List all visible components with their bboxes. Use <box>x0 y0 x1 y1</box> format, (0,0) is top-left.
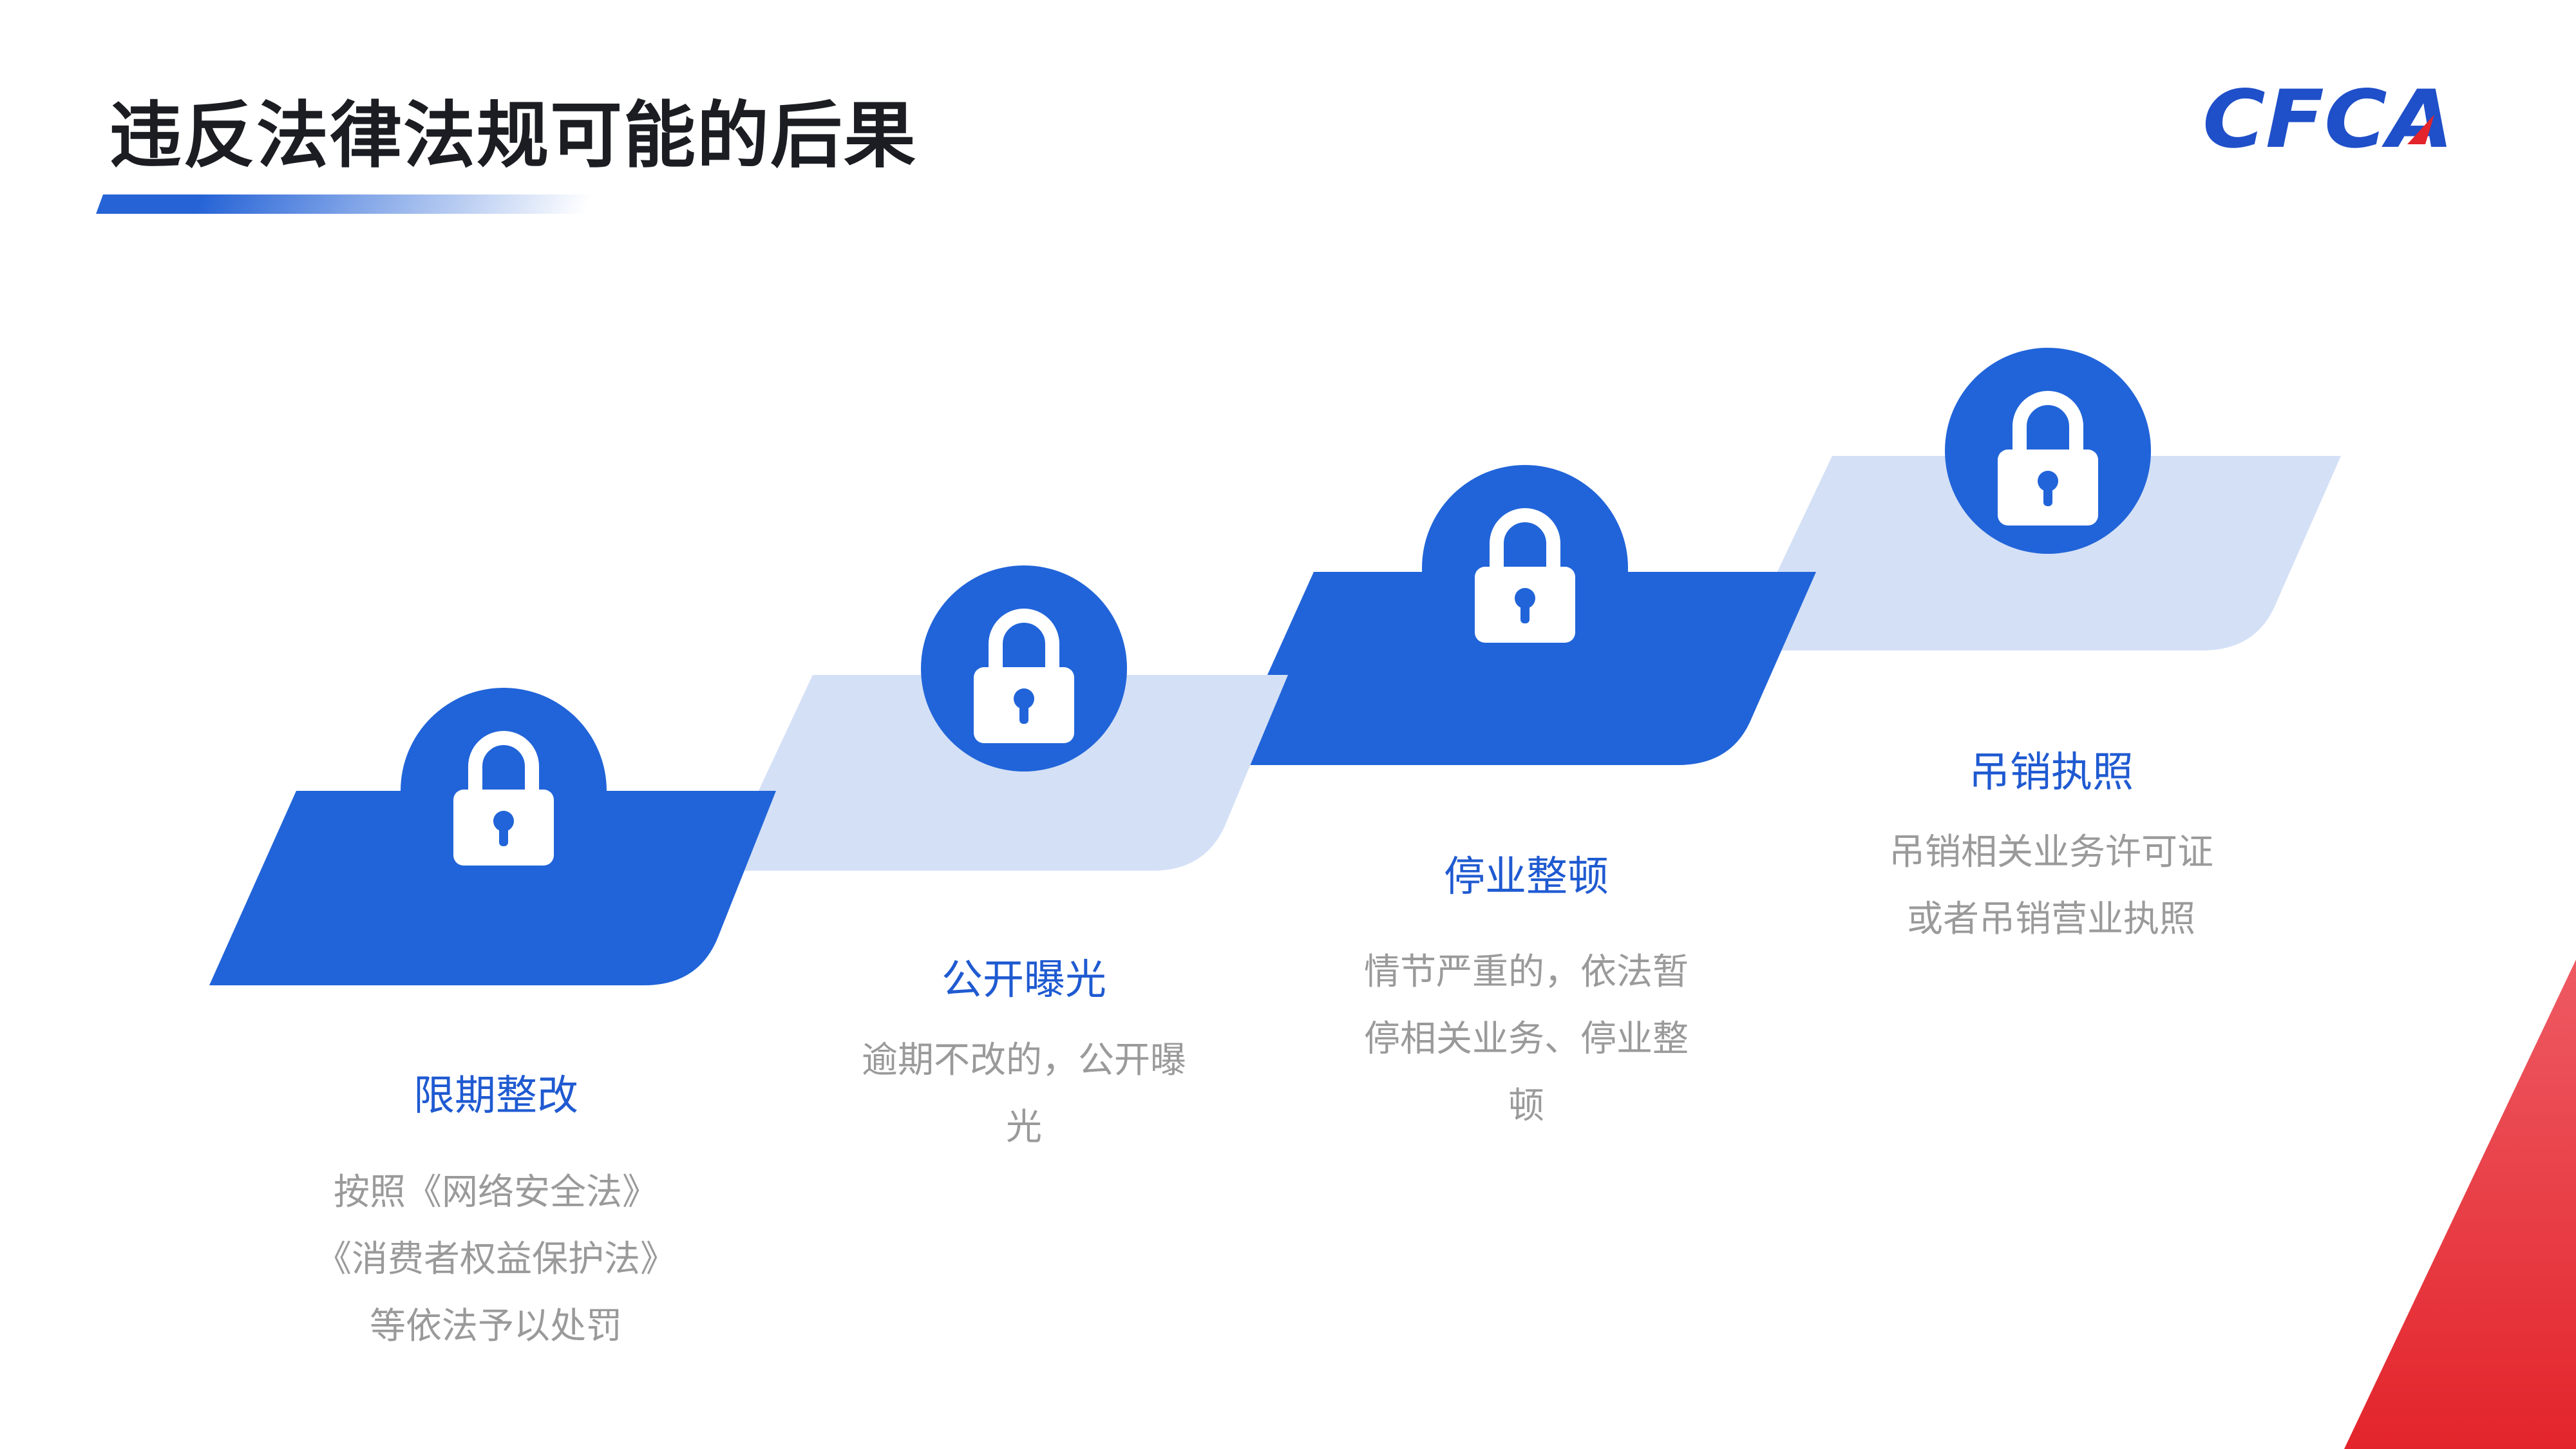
step-2-lock <box>921 565 1127 772</box>
padlock-icon <box>989 609 1059 676</box>
step-3-desc: 情节严重的，依法暂 停相关业务、停业整 顿 <box>1320 939 1732 1140</box>
padlock-icon <box>1490 508 1560 576</box>
step-1-desc: 按照《网络安全法》 《消费者权益保护法》 等依法予以处罚 <box>277 1159 715 1360</box>
page-title: 违反法律法规可能的后果 <box>109 94 917 178</box>
logo-accent <box>2407 115 2434 144</box>
step-2-desc-line: 光 <box>1006 1106 1042 1148</box>
step-4-lock <box>1945 348 2151 554</box>
step-2-desc-line: 逾期不改的，公开曝 <box>862 1039 1186 1081</box>
step-2-desc: 逾期不改的，公开曝 光 <box>818 1027 1230 1161</box>
step-2-title: 公开曝光 <box>942 956 1106 1004</box>
step-4-desc-line: 吊销相关业务许可证 <box>1889 831 2213 873</box>
cfca-logo: CFCA <box>2202 76 2454 160</box>
step-3-desc-line: 停相关业务、停业整 <box>1364 1018 1689 1060</box>
step-1-desc-line: 按照《网络安全法》 <box>334 1171 658 1213</box>
step-1-desc-line: 等依法予以处罚 <box>370 1305 622 1347</box>
step-4-desc: 吊销相关业务许可证 或者吊销营业执照 <box>1845 819 2257 953</box>
padlock-icon <box>468 731 539 799</box>
step-3-title: 停业整顿 <box>1444 853 1609 901</box>
step-1-title: 限期整改 <box>413 1072 578 1120</box>
step-4-desc-line: 或者吊销营业执照 <box>1907 898 2195 940</box>
step-2-shape <box>721 675 1288 871</box>
step-3-lock <box>1422 465 1628 671</box>
step-4-title: 吊销执照 <box>1969 749 2134 797</box>
step-3-desc-line: 顿 <box>1508 1085 1544 1127</box>
step-1-desc-line: 《消费者权益保护法》 <box>316 1238 676 1280</box>
step-1-lock <box>401 688 607 894</box>
padlock-icon <box>2012 391 2083 459</box>
step-3-desc-line: 情节严重的，依法暂 <box>1364 951 1689 993</box>
red-corner-decoration <box>2344 960 2576 1449</box>
logo-text: CFCA <box>2202 76 2454 160</box>
